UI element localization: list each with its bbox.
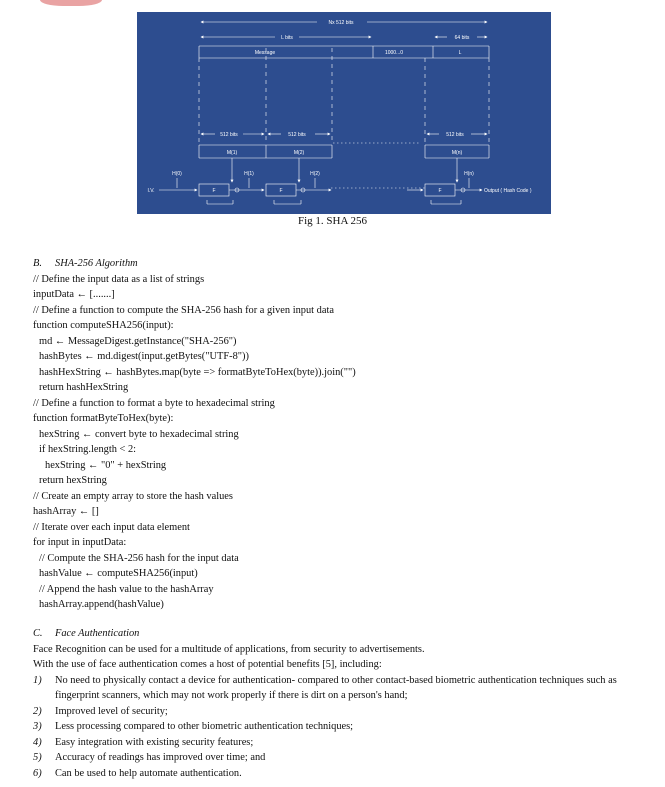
- list-item: 2) Improved level of security;: [33, 704, 658, 720]
- list-item-number: 1): [33, 674, 42, 686]
- label-m1: M(1): [227, 150, 238, 156]
- code-line: md ← MessageDigest.getInstance("SHA-256"…: [39, 335, 237, 347]
- label-512-bits-2: 512 bits: [288, 132, 306, 138]
- code-line: // Append the hash value to the hashArra…: [39, 583, 214, 595]
- list-item-number: 2): [33, 705, 42, 717]
- list-item-number: 4): [33, 736, 42, 748]
- code-line: // Compute the SHA-256 hash for the inpu…: [39, 552, 239, 564]
- code-line: hashBytes ← md.digest(input.getBytes("UT…: [39, 351, 249, 362]
- benefit-list: 1) No need to physically contact a device…: [33, 673, 658, 782]
- sha256-figure: Nx 512 bits L bits 64 bits Message 1000.…: [137, 12, 551, 214]
- label-iv: I.V.: [147, 188, 154, 194]
- code-line: for input in inputData:: [33, 537, 127, 548]
- list-item-text: Less processing compared to other biomet…: [55, 721, 354, 732]
- code-line: // Define a function to format a byte to…: [33, 397, 275, 409]
- algorithm-heading-text: SHA-256 Algorithm: [55, 258, 138, 269]
- code-line: inputData ← [.......]: [33, 289, 115, 300]
- face-auth-paragraph-1: Face Recognition can be used for a multi…: [33, 643, 425, 655]
- algorithm-section: B. SHA-256 Algorithm // Define the input …: [33, 256, 658, 613]
- label-512-bits-1: 512 bits: [220, 132, 238, 138]
- sha256-diagram: Nx 512 bits L bits 64 bits Message 1000.…: [147, 20, 532, 205]
- list-item-text: Can be used to help automate authenticat…: [55, 767, 242, 779]
- list-item-text: No need to physically contact a device f…: [55, 674, 617, 702]
- label-message: Message: [255, 50, 276, 56]
- list-item-text: Accuracy of readings has improved over t…: [55, 752, 266, 763]
- label-hn: H(n): [464, 171, 474, 177]
- face-auth-heading-number: C.: [33, 628, 43, 639]
- algorithm-heading: B. SHA-256 Algorithm: [33, 256, 658, 272]
- label-mn: M(n): [452, 150, 463, 156]
- list-item-number: 3): [33, 721, 42, 732]
- label-l-bits: L bits: [281, 35, 293, 41]
- code-line: return hashHexString: [39, 382, 129, 393]
- code-line: // Iterate over each input data element: [33, 521, 190, 533]
- code-line: // Define the input data as a list of st…: [33, 273, 205, 285]
- face-auth-heading-text: Face Authentication: [55, 628, 140, 639]
- code-line: function computeSHA256(input):: [33, 320, 174, 331]
- algorithm-heading-number: B.: [33, 258, 42, 269]
- list-item-text: Improved level of security;: [55, 705, 168, 717]
- label-m2: M(2): [294, 150, 305, 156]
- label-h1: H(1): [244, 171, 254, 177]
- code-line: hashArray.append(hashValue): [39, 599, 164, 610]
- decorative-shape: [40, 0, 102, 6]
- figure-caption: Fig 1. SHA 256: [297, 215, 368, 227]
- code-line: hexString ← "0" + hexString: [45, 459, 167, 471]
- label-f-2: F: [279, 188, 282, 194]
- label-padding: 1000...0: [385, 50, 403, 56]
- face-auth-paragraph-2: With the use of face authentication come…: [33, 659, 382, 670]
- list-item: 5) Accuracy of readings has improved over…: [33, 750, 658, 766]
- list-item-number: 5): [33, 752, 42, 763]
- label-l-box: L: [459, 50, 462, 56]
- label-512-bits-n: 512 bits: [446, 132, 464, 138]
- code-line: hashHexString ← hashBytes.map(byte => fo…: [39, 366, 356, 378]
- label-f-n: F: [438, 188, 441, 194]
- label-64-bits: 64 bits: [455, 35, 470, 41]
- code-line: hashValue ← computeSHA256(input): [39, 568, 198, 579]
- label-h2: H(2): [310, 171, 320, 177]
- face-auth-heading: C. Face Authentication: [33, 626, 658, 642]
- pseudocode-block: // Define the input data as a list of st…: [33, 272, 658, 613]
- list-item-number: 6): [33, 767, 42, 779]
- list-item-text: Easy integration with existing security …: [55, 736, 254, 748]
- code-line: // Create an empty array to store the ha…: [33, 490, 233, 502]
- code-line: hashArray ← []: [33, 506, 99, 517]
- label-output: Output ( Hash Code ): [484, 188, 532, 194]
- list-item: 1) No need to physically contact a device…: [33, 673, 658, 704]
- face-auth-section: C. Face Authentication Face Recognition c…: [33, 626, 658, 781]
- list-item: 3) Less processing compared to other biom…: [33, 719, 658, 735]
- list-item: 4) Easy integration with existing securit…: [33, 735, 658, 751]
- code-line: hexString ← convert byte to hexadecimal …: [39, 428, 239, 440]
- label-total-bits: Nx 512 bits: [328, 20, 354, 26]
- code-line: function formatByteToHex(byte):: [33, 413, 174, 424]
- label-h0: H(0): [172, 171, 182, 177]
- label-f-1: F: [212, 188, 215, 194]
- list-item: 6) Can be used to help automate authentic…: [33, 766, 658, 782]
- code-line: // Define a function to compute the SHA-…: [33, 304, 334, 316]
- code-line: return hexString: [39, 475, 107, 486]
- code-line: if hexString.length < 2:: [39, 444, 137, 455]
